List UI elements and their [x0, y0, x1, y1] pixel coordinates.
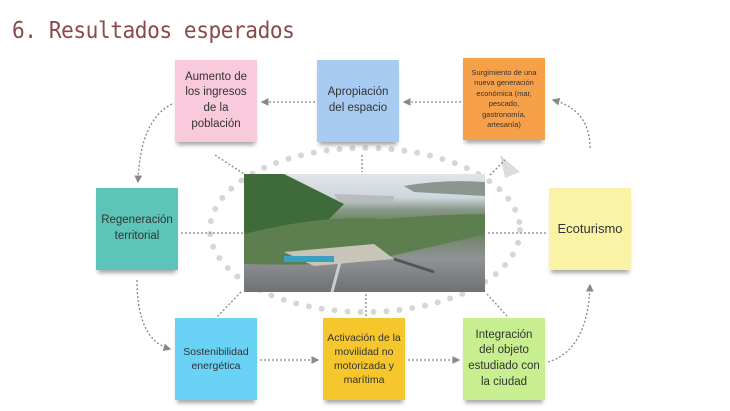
note-regeneracion-territorial: Regeneración territorial — [96, 188, 178, 270]
note-apropiacion-espacio: Apropiación del espacio — [317, 60, 399, 142]
note-ecoturismo: Ecoturismo — [549, 188, 631, 270]
aerial-photo — [244, 174, 485, 292]
note-surgimiento: Surgimiento de una nueva generación econ… — [463, 58, 545, 140]
note-sostenibilidad-energetica: Sostenibilidad energética — [175, 318, 257, 400]
note-integracion-ciudad: Integración del objeto estudiado con la … — [463, 318, 545, 400]
slide-title: 6. Resultados esperados — [12, 18, 295, 44]
dotted-cycle-ellipse — [207, 145, 523, 315]
note-activacion-movilidad: Activación de la movilidad no motorizada… — [323, 318, 405, 400]
note-aumento-ingresos: Aumento de los ingresos de la población — [175, 60, 257, 142]
aerial-photo-illustration — [244, 174, 485, 292]
cycle-arrowhead — [500, 155, 520, 178]
